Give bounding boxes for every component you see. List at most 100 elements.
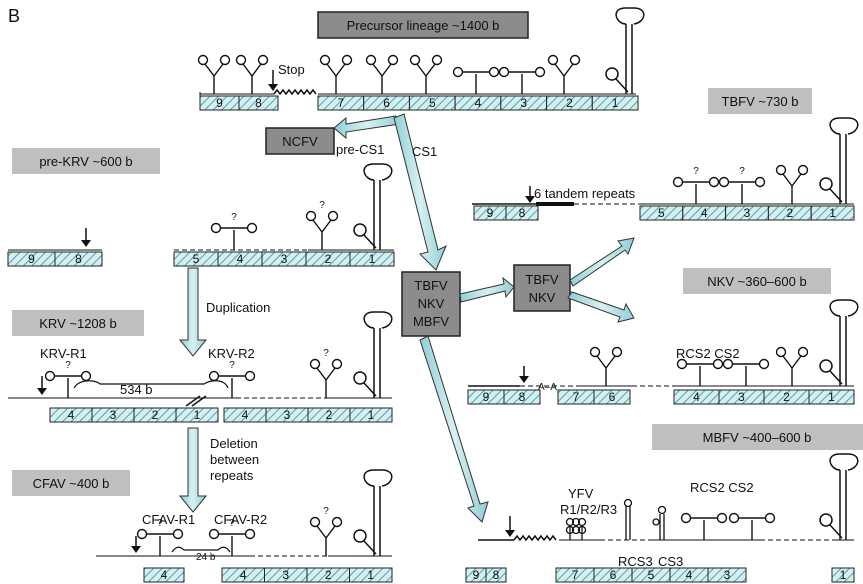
segment-2: 2 — [547, 96, 593, 110]
segment-label: 3 — [284, 408, 291, 422]
dumbbell-structure-question — [210, 372, 255, 399]
question-mark: ? — [231, 212, 237, 223]
dumbbell-structure-question — [212, 224, 257, 251]
segment-label: 2 — [786, 206, 793, 220]
y-structure — [777, 348, 808, 387]
segment-2: 2 — [768, 206, 811, 220]
segment-9: 9 — [466, 568, 486, 582]
segment-label: 1 — [829, 206, 836, 220]
precursor-title: Precursor lineage ~1400 b — [347, 18, 500, 33]
segment-label: 4 — [161, 568, 168, 582]
arrow-cs1 — [394, 114, 446, 270]
dumbbell-structure — [682, 514, 727, 541]
segment-6: 6 — [594, 568, 632, 582]
precursor-title-box: Precursor lineage ~1400 b — [318, 12, 528, 38]
tbfv-right-segments: 54321 — [640, 206, 854, 220]
segment-label: 3 — [744, 206, 751, 220]
segment-1: 1 — [350, 568, 393, 582]
segment-label: 5 — [193, 252, 200, 266]
segment-1: 1 — [350, 252, 394, 266]
mbfv-row: YFV R1/R2/R3 RCS3 CS3 RCS2 CS2 — [478, 480, 854, 569]
dumbbell-structure-question — [720, 178, 765, 205]
y-structure — [199, 56, 230, 95]
yfv-label: YFV — [568, 486, 594, 501]
segment-7: 7 — [558, 390, 594, 404]
segment-5: 5 — [640, 206, 683, 220]
segment-label: 2 — [152, 408, 159, 422]
arrow-deletion — [180, 428, 206, 512]
segment-label: 3 — [724, 568, 731, 582]
pre-cs1-label: pre-CS1 — [336, 142, 384, 157]
cs1-label: CS1 — [412, 144, 437, 159]
deletion-label-1: Deletion — [210, 436, 258, 451]
segment-label: 8 — [493, 568, 500, 582]
segment-label: 4 — [240, 568, 247, 582]
question-mark: ? — [229, 518, 235, 529]
segment-label: 7 — [338, 96, 345, 110]
segment-label: 8 — [519, 206, 526, 220]
y-structure-question — [311, 360, 342, 399]
segment-9: 9 — [200, 96, 239, 110]
tbfv-row: 6 tandem repeats — [472, 186, 854, 204]
segment-7: 7 — [556, 568, 594, 582]
question-mark: ? — [323, 506, 329, 517]
tbfv-nkv-line-1: TBFV — [525, 272, 559, 287]
question-mark: ? — [157, 518, 163, 529]
krv-long-hairpin — [354, 312, 392, 398]
cfav-title-box: CFAV ~400 b — [12, 470, 130, 496]
tbfv-nkv-line-2: NKV — [529, 290, 556, 305]
y-structure — [411, 56, 442, 95]
segment-3: 3 — [719, 390, 764, 404]
segment-4: 4 — [670, 568, 708, 582]
prekrv-title-box: pre-KRV ~600 b — [12, 148, 160, 174]
segment-label: 1 — [840, 568, 847, 582]
tbfv-left-segments: 98 — [474, 206, 538, 220]
segment-3: 3 — [262, 252, 306, 266]
arrow-to-tbfv — [570, 238, 634, 286]
segment-4: 4 — [222, 568, 265, 582]
segment-4: 4 — [50, 408, 92, 422]
nkv-long-hairpin — [820, 300, 858, 386]
segment-3: 3 — [265, 568, 308, 582]
segment-label: 4 — [693, 390, 700, 404]
segment-label: 4 — [237, 252, 244, 266]
y-structure-question — [307, 212, 338, 251]
segment-8: 8 — [55, 252, 102, 266]
krv-r2-label: KRV-R2 — [208, 346, 255, 361]
precursor-long-hairpin — [606, 8, 644, 94]
segment-3: 3 — [501, 96, 547, 110]
mbfv-mid-segments: 76543 — [556, 568, 746, 582]
segment-label: 3 — [738, 390, 745, 404]
segment-label: 1 — [612, 96, 619, 110]
dumbbell-structure — [500, 68, 545, 95]
segment-label: 4 — [686, 568, 693, 582]
duplication-label: Duplication — [206, 300, 270, 315]
segment-label: 4 — [475, 96, 482, 110]
segment-label: 9 — [483, 390, 490, 404]
segment-label: 2 — [783, 390, 790, 404]
nkv-row: A–A RCS2 CS2 — [468, 346, 854, 393]
dumbbell-structure-question — [138, 530, 183, 557]
segment-label: 2 — [566, 96, 573, 110]
segment-3: 3 — [708, 568, 746, 582]
mbfv-title: MBFV ~400–600 b — [703, 430, 812, 445]
y-structure — [237, 56, 268, 95]
segment-label: 5 — [429, 96, 436, 110]
question-mark: ? — [229, 360, 235, 371]
segment-3: 3 — [92, 408, 134, 422]
segment-9: 9 — [468, 390, 504, 404]
534b-label: 534 b — [120, 382, 153, 397]
krv-title-box: KRV ~1208 b — [12, 310, 144, 336]
arrow-to-mbfv — [420, 336, 488, 522]
segment-7: 7 — [318, 96, 364, 110]
segment-3: 3 — [266, 408, 308, 422]
segment-label: 4 — [68, 408, 75, 422]
arrow-to-nkv — [568, 292, 634, 322]
segment-label: 2 — [325, 568, 332, 582]
y-structure — [321, 56, 352, 95]
segment-2: 2 — [134, 408, 176, 422]
r123-label: R1/R2/R3 — [560, 502, 617, 517]
24b-label: 24 b — [196, 552, 216, 563]
